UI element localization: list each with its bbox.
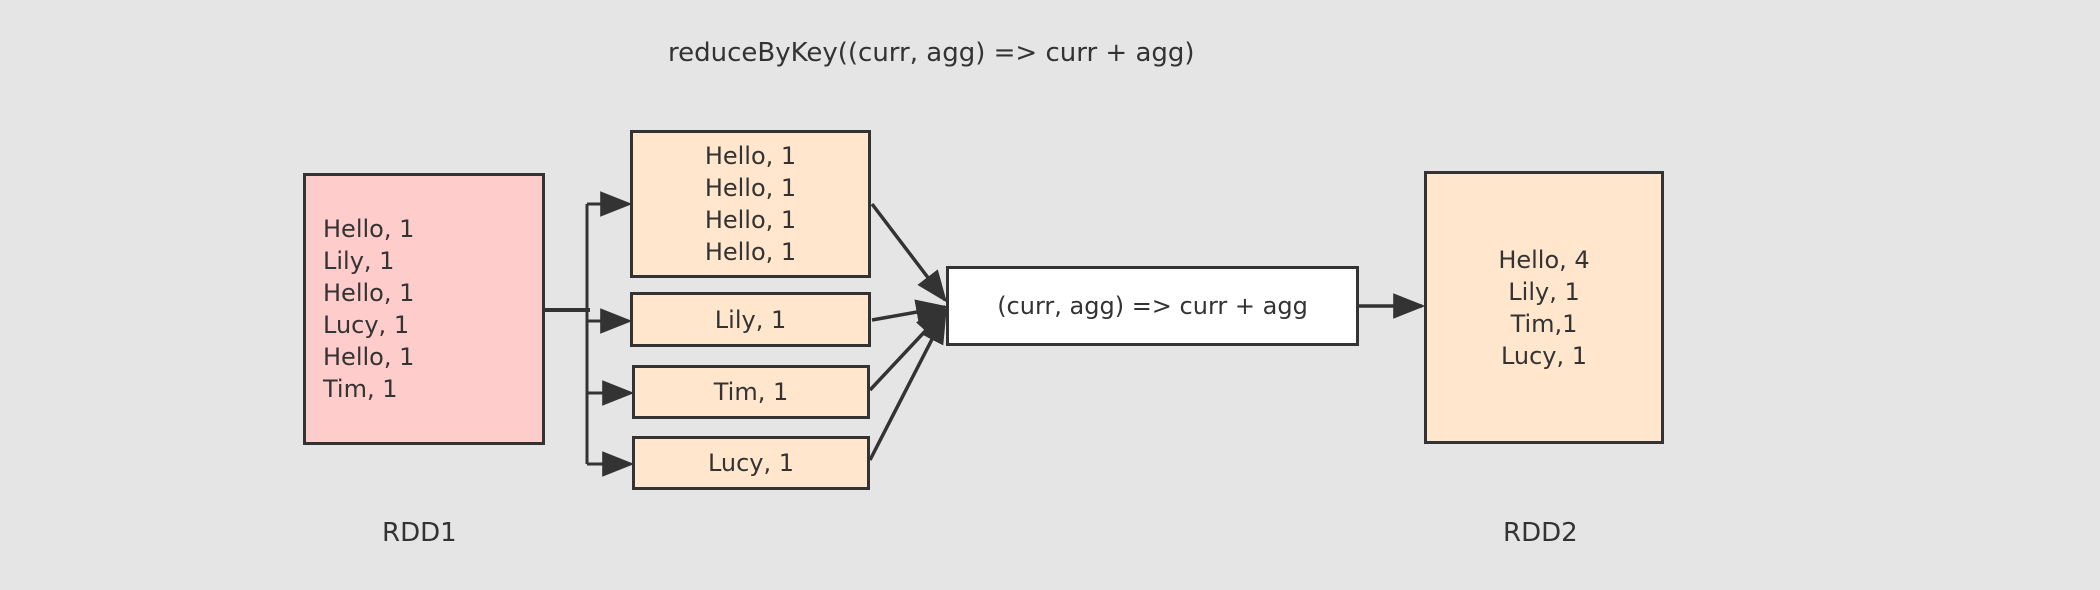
rdd2-box: Hello, 4 Lily, 1 Tim,1 Lucy, 1 [1424,171,1664,444]
group-line: Hello, 1 [704,238,797,266]
rdd1-line: Hello, 1 [323,215,415,243]
arrow-tim-to-reducer [868,307,948,392]
arrow-hello-to-reducer [870,202,947,303]
reducer-function-box: (curr, agg) => curr + agg [946,266,1359,346]
rdd2-line: Lucy, 1 [1500,341,1588,370]
group-line: Lily, 1 [714,305,787,334]
rdd2-line: Lily, 1 [1508,277,1580,306]
rdd1-label: RDD1 [382,518,457,548]
group-line: Hello, 1 [704,174,797,202]
rdd1-line: Lucy, 1 [323,311,410,339]
group-box-lily: Lily, 1 [630,292,871,347]
diagram-title: reduceByKey((curr, agg) => curr + agg) [668,38,1195,68]
rdd2-line: Hello, 4 [1498,245,1590,274]
rdd1-box: Hello, 1 Lily, 1 Hello, 1 Lucy, 1 Hello,… [303,173,545,445]
arrow-lucy-to-reducer [868,311,947,461]
reducer-function-text: (curr, agg) => curr + agg [997,292,1308,320]
group-box-tim: Tim, 1 [632,365,870,419]
group-box-hello: Hello, 1 Hello, 1 Hello, 1 Hello, 1 [630,130,871,278]
group-line: Tim, 1 [713,378,789,406]
rdd1-line: Hello, 1 [323,279,415,307]
rdd2-label: RDD2 [1503,518,1578,548]
rdd2-line: Tim,1 [1510,309,1578,338]
group-box-lucy: Lucy, 1 [632,436,870,490]
rdd1-line: Tim, 1 [323,375,398,403]
group-line: Hello, 1 [704,142,797,170]
group-line: Hello, 1 [704,206,797,234]
arrow-lily-to-reducer [871,299,949,325]
rdd1-line: Hello, 1 [323,343,415,371]
group-line: Lucy, 1 [707,449,795,477]
rdd1-line: Lily, 1 [323,247,395,275]
